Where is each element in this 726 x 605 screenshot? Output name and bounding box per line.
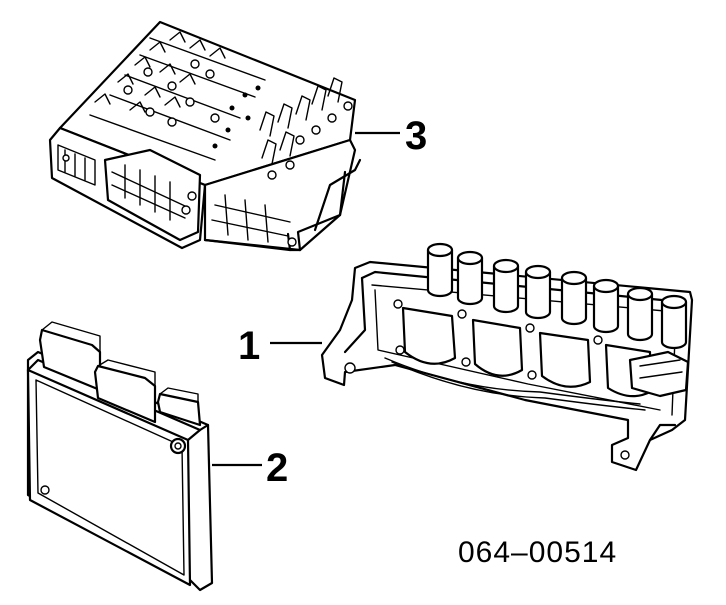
coil-towers (426, 242, 688, 350)
fuse-terminals-left (94, 31, 226, 127)
part-3-power-distribution-center (48, 20, 362, 252)
part-1-ignition-coil-pack (320, 242, 694, 472)
fuse-terminals-right (259, 77, 353, 180)
callout-1-label: 1 (238, 324, 260, 368)
callout-2: 2 (212, 446, 288, 490)
callout-3-label: 3 (405, 114, 427, 158)
callout-3: 3 (355, 114, 427, 158)
callout-1: 1 (238, 324, 322, 368)
part-2-control-module (26, 321, 214, 592)
callout-2-label: 2 (266, 446, 288, 490)
catalog-number: 064–00514 (458, 536, 617, 569)
